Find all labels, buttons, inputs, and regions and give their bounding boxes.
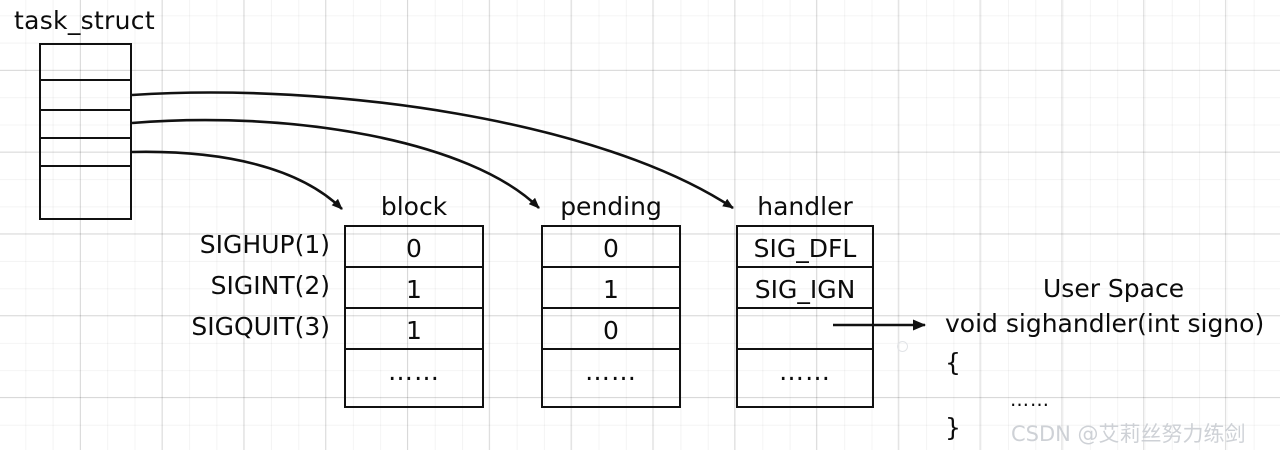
table-row: 0	[346, 227, 482, 268]
signal-label-sigint: SIGINT(2)	[210, 271, 330, 300]
table-row: ……	[543, 350, 679, 405]
task-struct-row	[41, 139, 130, 167]
task-struct-row	[41, 111, 130, 139]
cell-value: 1	[603, 275, 619, 304]
decorative-circle-icon	[897, 341, 908, 352]
table-row: SIG_IGN	[738, 268, 872, 309]
csdn-watermark: CSDN @艾莉丝努力练剑	[1011, 422, 1246, 446]
cell-ellipsis: ……	[585, 357, 637, 386]
task-struct-row	[41, 45, 130, 81]
task-struct-row	[41, 81, 130, 111]
column-header-block: block	[380, 192, 448, 221]
table-row: 1	[346, 268, 482, 309]
column-header-handler: handler	[757, 192, 853, 221]
cell-value: 1	[406, 316, 422, 345]
cell-value: 0	[406, 234, 422, 263]
cell-value: SIG_IGN	[754, 275, 856, 304]
table-row: 1	[346, 309, 482, 350]
pending-table: 0 1 0 ……	[541, 225, 681, 408]
user-space-open-brace: {	[945, 348, 961, 377]
cell-value: 0	[603, 316, 619, 345]
cell-ellipsis: ……	[388, 357, 440, 386]
user-space-title: User Space	[1043, 274, 1185, 303]
arrow-to-handler	[131, 91, 734, 210]
arrow-to-block	[131, 150, 343, 210]
table-row: 0	[543, 227, 679, 268]
user-space-close-brace: }	[945, 413, 961, 442]
block-table: 0 1 1 ……	[344, 225, 484, 408]
table-row	[738, 309, 872, 350]
cell-value: 0	[603, 234, 619, 263]
signal-label-sigquit: SIGQUIT(3)	[191, 312, 330, 341]
cell-ellipsis: ……	[779, 357, 831, 386]
cell-value: 1	[406, 275, 422, 304]
task-struct-row	[41, 167, 130, 217]
table-row: 0	[543, 309, 679, 350]
user-space-body-ellipsis: ……	[1010, 389, 1050, 411]
task-struct-title: task_struct	[14, 6, 155, 35]
arrow-to-pending	[131, 118, 540, 209]
user-space-function-signature: void sighandler(int signo)	[945, 309, 1265, 338]
handler-table: SIG_DFL SIG_IGN ……	[736, 225, 874, 408]
table-row: ……	[738, 350, 872, 405]
table-row: ……	[346, 350, 482, 405]
task-struct-box	[39, 43, 132, 220]
table-row: 1	[543, 268, 679, 309]
column-header-pending: pending	[560, 192, 662, 221]
signal-label-sighup: SIGHUP(1)	[199, 230, 330, 259]
table-row: SIG_DFL	[738, 227, 872, 268]
cell-value: SIG_DFL	[753, 234, 857, 263]
